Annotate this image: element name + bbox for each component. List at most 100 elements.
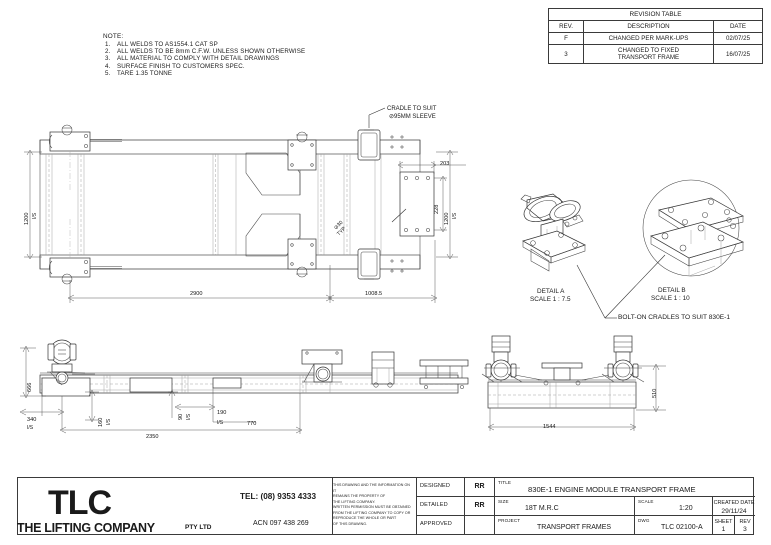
revision-cell-desc: CHANGED TO FIXED TRANSPORT FRAME bbox=[583, 44, 714, 64]
rev-label: REV bbox=[739, 519, 751, 525]
size-value: 18T M.R.C bbox=[525, 505, 559, 512]
legal-line: THE LIFTING COMPANY. bbox=[333, 499, 376, 504]
note-item: 4. SURFACE FINISH TO CUSTOMERS SPEC. bbox=[105, 62, 305, 70]
plan-view-drawing bbox=[24, 107, 466, 303]
detail-a-scale: SCALE 1 : 7.5 bbox=[530, 296, 571, 303]
dim-plan-length-right: 1008.5 bbox=[365, 291, 383, 297]
designed-value: RR bbox=[474, 483, 485, 490]
notes-title: NOTE: bbox=[103, 33, 124, 40]
note-number: 2. bbox=[105, 47, 111, 55]
sheet-cell: SHEET 1 bbox=[713, 516, 735, 534]
note-item: 1. ALL WELDS TO AS1554.1 CAT SP bbox=[105, 40, 305, 48]
revision-cell-date: 02/07/25 bbox=[713, 32, 763, 45]
title-label: TITLE bbox=[498, 480, 512, 485]
dim-plate-width: 203 bbox=[440, 161, 450, 167]
revision-cell-rev: 3 bbox=[548, 44, 584, 64]
detailed-value-cell: RR bbox=[465, 497, 495, 516]
note-text: SURFACE FINISH TO CUSTOMERS SPEC. bbox=[117, 62, 245, 70]
contact-acn: ACN 097 438 269 bbox=[253, 520, 309, 527]
dim-side-left-offset-sub: I/S bbox=[27, 425, 34, 431]
detail-b-scale: SCALE 1 : 10 bbox=[651, 295, 690, 302]
legal-line: REPRODUCE THE WHOLE OR PART bbox=[333, 516, 397, 521]
title-cell: TITLE 830E-1 ENGINE MODULE TRANSPORT FRA… bbox=[495, 478, 755, 497]
revision-col-desc: DESCRIPTION bbox=[583, 20, 714, 33]
pipe-clamp-iso bbox=[520, 193, 584, 228]
dim-side-pad-width: 160 bbox=[98, 417, 104, 427]
cradle-callout-line1: CRADLE TO SUIT bbox=[387, 106, 437, 112]
dim-side-pad-width-sub: I/S bbox=[106, 418, 112, 425]
cradle-assembly-right-end bbox=[601, 335, 645, 383]
bolt-on-cradles-callout: BOLT-ON CRADLES TO SUIT 830E-1 bbox=[618, 314, 731, 321]
detailed-label: DETAILED bbox=[420, 502, 448, 508]
dim-side-lug-sub: I/S bbox=[217, 420, 224, 426]
revision-table-header-row: REV. DESCRIPTION DATE bbox=[548, 20, 763, 33]
table-row: 3 CHANGED TO FIXED TRANSPORT FRAME 16/07… bbox=[548, 44, 763, 64]
dwg-value: TLC 02100-A bbox=[661, 524, 703, 531]
dim-end-width: 1544 bbox=[543, 424, 556, 430]
notes-list: 1. ALL WELDS TO AS1554.1 CAT SP 2. ALL WEL… bbox=[103, 40, 306, 78]
note-text: TARE 1.35 TONNE bbox=[117, 70, 173, 78]
revision-table-title-row: REVISION TABLE bbox=[548, 8, 763, 21]
legal-line: FROM THE LIFTING COMPANY TO COPY OR bbox=[333, 510, 411, 515]
detail-b-label: DETAIL B bbox=[658, 287, 686, 294]
scale-cell: SCALE 1:20 bbox=[635, 497, 713, 516]
cradle-assembly-left bbox=[47, 339, 95, 386]
created-date-cell: CREATED DATE 29/11/24 bbox=[713, 497, 755, 516]
revision-col-rev: REV. bbox=[548, 20, 584, 33]
end-elevation-drawing bbox=[481, 335, 666, 431]
lug-assembly-bottom-left bbox=[48, 219, 122, 285]
designed-value-cell: RR bbox=[465, 478, 495, 497]
created-date-value: 29/11/24 bbox=[721, 508, 747, 515]
title-block: DESIGNED RR TITLE 830E-1 ENGINE MODULE T… bbox=[17, 477, 755, 535]
dim-side-gap-sub: I/S bbox=[186, 413, 192, 420]
detail-a-drawing bbox=[520, 193, 586, 272]
note-text: ALL WELDS TO BE 8mm C.F.W. UNLESS SHOWN … bbox=[117, 47, 306, 55]
side-elevation-drawing bbox=[19, 339, 459, 434]
legal-line: OF THIS DRAWING. bbox=[333, 521, 368, 526]
note-item: 2. ALL WELDS TO BE 8mm C.F.W. UNLESS SHOW… bbox=[105, 47, 306, 55]
approved-value-cell bbox=[465, 516, 495, 534]
logo-suffix: PTY LTD bbox=[185, 524, 212, 531]
sheet-value: 1 bbox=[721, 526, 726, 533]
dim-side-lug: 190 bbox=[217, 410, 227, 416]
title-value: 830E-1 ENGINE MODULE TRANSPORT FRAME bbox=[528, 485, 696, 494]
dim-side-mid: 770 bbox=[247, 421, 257, 427]
revision-desc-line2: TRANSPORT FRAME bbox=[617, 54, 680, 61]
project-value: TRANSPORT FRAMES bbox=[537, 524, 612, 531]
note-number: 1. bbox=[105, 40, 111, 48]
bolt-plate-iso bbox=[658, 197, 744, 237]
approved-label: APPROVED bbox=[420, 521, 452, 527]
detail-b-drawing bbox=[642, 179, 744, 277]
revision-table-title: REVISION TABLE bbox=[548, 8, 763, 21]
scale-label: SCALE bbox=[638, 499, 654, 504]
side-elevation-right-detail bbox=[301, 349, 469, 389]
pedestal-iso bbox=[522, 218, 586, 272]
note-item: 3. ALL MATERIAL TO COMPLY WITH DETAIL DRA… bbox=[105, 55, 305, 63]
cradle-assembly-left-end bbox=[481, 335, 523, 383]
notes-block: NOTE: 1. ALL WELDS TO AS1554.1 CAT SP 2. A… bbox=[103, 33, 306, 78]
dim-plan-width-right: 1200 bbox=[444, 212, 450, 225]
scale-value: 1:20 bbox=[679, 505, 693, 512]
approved-label-cell: APPROVED bbox=[417, 516, 465, 534]
designed-label: DESIGNED bbox=[420, 483, 451, 489]
size-cell: SIZE 18T M.R.C bbox=[495, 497, 635, 516]
cradle-sleeve-bottom bbox=[357, 248, 381, 280]
contact-tel: TEL: (08) 9353 4333 bbox=[240, 492, 317, 501]
project-cell: PROJECT TRANSPORT FRAMES bbox=[495, 516, 635, 534]
rev-value: 3 bbox=[743, 526, 747, 533]
note-number: 4. bbox=[105, 62, 111, 70]
note-number: 3. bbox=[105, 55, 111, 63]
revision-table: REVISION TABLE REV. DESCRIPTION DATE F C… bbox=[548, 8, 763, 64]
note-text: ALL WELDS TO AS1554.1 CAT SP bbox=[117, 40, 218, 48]
note-text: ALL MATERIAL TO COMPLY WITH DETAIL DRAWI… bbox=[117, 55, 280, 63]
dwg-label: DWG bbox=[638, 518, 650, 523]
bolt-plate bbox=[399, 171, 435, 237]
dim-side-height: 666 bbox=[27, 382, 33, 392]
project-label: PROJECT bbox=[498, 518, 521, 523]
dim-plan-width-left-sub: I/S bbox=[32, 212, 38, 219]
gusset-bottom-right bbox=[245, 213, 317, 278]
trestle-assembly-elev bbox=[419, 359, 469, 389]
revision-cell-date: 16/07/25 bbox=[713, 44, 763, 64]
size-label: SIZE bbox=[498, 499, 509, 504]
